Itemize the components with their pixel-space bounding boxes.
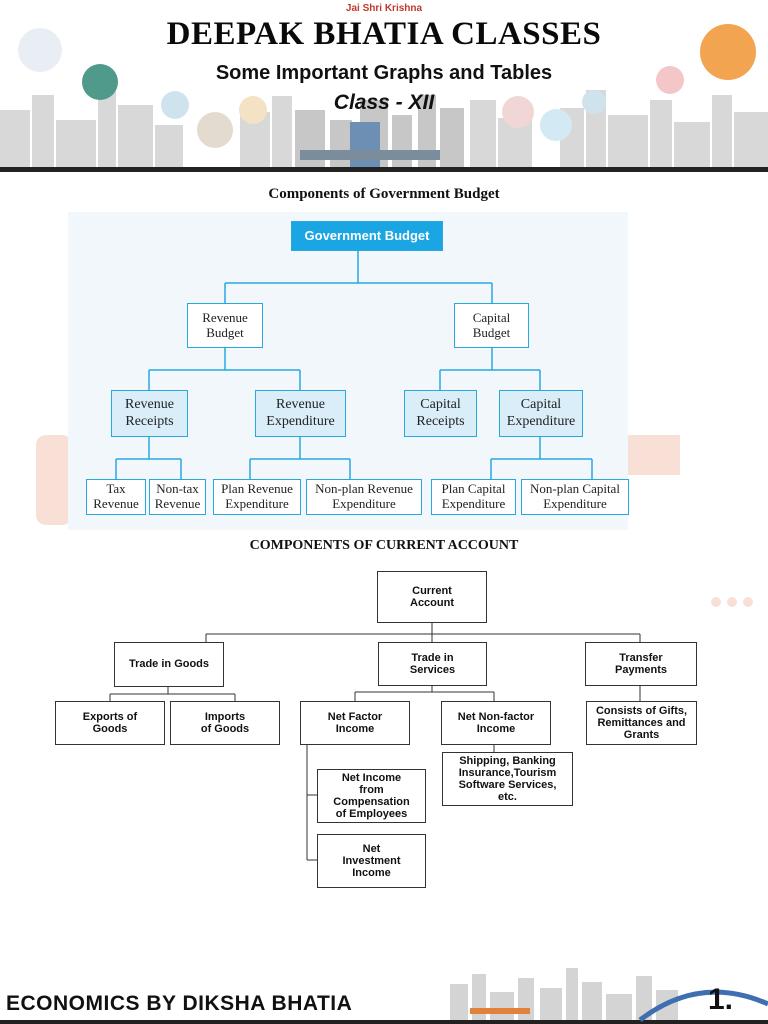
current-account-connectors [109, 623, 641, 861]
current-account-diagram-title: COMPONENTS OF CURRENT ACCOUNT [249, 538, 519, 553]
capital-expenditure-node: Capital Expenditure [499, 390, 583, 437]
plan-capital-expenditure-node: Plan Capital Expenditure [431, 479, 516, 515]
footer-text: ECONOMICS BY DIKSHA BHATIA [6, 992, 353, 1015]
brand-title: DEEPAK BHATIA CLASSES [166, 16, 602, 52]
exports-of-goods-node: Exports of Goods [55, 701, 165, 745]
trade-in-services-node: Trade in Services [378, 642, 487, 686]
footer-illustration [0, 968, 768, 1024]
header-tagline: Jai Shri Krishna [345, 3, 423, 14]
skyline-illustration [0, 24, 768, 167]
non-tax-revenue-node: Non-tax Revenue [149, 479, 206, 515]
brand-subtitle: Some Important Graphs and Tables [215, 62, 553, 84]
capital-budget-node: Capital Budget [454, 303, 529, 348]
revenue-budget-node: Revenue Budget [187, 303, 263, 348]
capital-receipts-node: Capital Receipts [404, 390, 477, 437]
budget-diagram-title: Components of Government Budget [268, 186, 500, 202]
net-non-factor-income-node: Net Non-factor Income [441, 701, 551, 745]
transfer-payments-node: Transfer Payments [585, 642, 697, 686]
page-number: 1. [708, 983, 734, 1016]
revenue-receipts-node: Revenue Receipts [111, 390, 188, 437]
budget-diagram-background [68, 212, 628, 530]
trade-in-goods-node: Trade in Goods [114, 642, 224, 687]
net-factor-income-node: Net Factor Income [300, 701, 410, 745]
plan-revenue-expenditure-node: Plan Revenue Expenditure [213, 479, 301, 515]
header-divider [0, 167, 768, 172]
services-list-node: Shipping, Banking Insurance,Tourism Soft… [442, 752, 573, 806]
non-plan-capital-expenditure-node: Non-plan Capital Expenditure [521, 479, 629, 515]
revenue-expenditure-node: Revenue Expenditure [255, 390, 346, 437]
class-label: Class - XII [333, 91, 435, 114]
imports-of-goods-node: Imports of Goods [170, 701, 280, 745]
current-account-node: Current Account [377, 571, 487, 623]
transfer-details-node: Consists of Gifts, Remittances and Grant… [586, 701, 697, 745]
header-banner: Jai Shri Krishna DEEPAK BHATIA CLASSES S… [0, 0, 768, 172]
government-budget-node: Government Budget [291, 221, 443, 251]
non-plan-revenue-expenditure-node: Non-plan Revenue Expenditure [306, 479, 422, 515]
net-investment-income-node: Net Investment Income [317, 834, 426, 888]
budget-connectors [115, 251, 593, 479]
net-income-compensation-node: Net Income from Compensation of Employee… [317, 769, 426, 823]
tax-revenue-node: Tax Revenue [86, 479, 146, 515]
